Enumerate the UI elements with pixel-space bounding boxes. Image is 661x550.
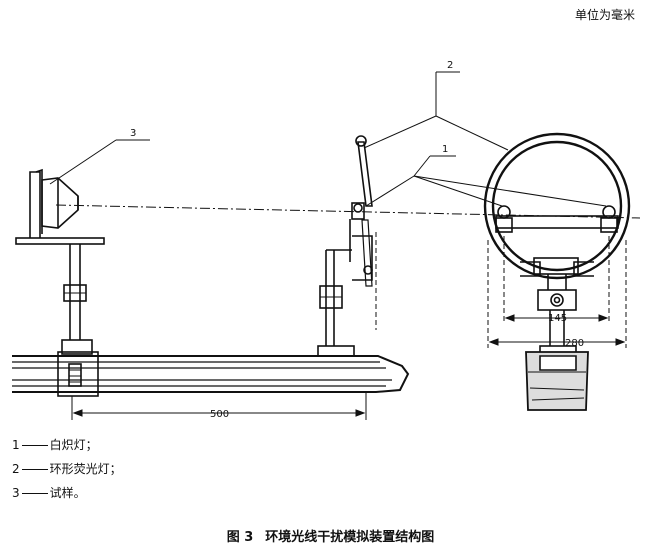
legend-number: 3 [12, 486, 20, 500]
dimension-280-label: 280 [565, 338, 584, 349]
dimension-500 [71, 392, 367, 420]
legend-text: 环形荧光灯； [49, 462, 122, 476]
incandescent-lamp-stand [317, 135, 377, 357]
specimen-holder [15, 168, 105, 397]
callout-3-leader [49, 139, 150, 185]
callout-2-label: 2 [447, 60, 453, 71]
callout-2-leader [363, 71, 509, 151]
apparatus-drawing: 500 145 280 3 2 1 [12, 60, 641, 420]
dimension-145 [504, 314, 609, 322]
unit-note: 单位为毫米 [575, 8, 636, 22]
legend-item-2: 2 环形荧光灯； [12, 460, 122, 477]
legend-text: 白炽灯； [49, 438, 98, 452]
figure-number: 图 3 [226, 530, 254, 545]
callout-3-label: 3 [130, 128, 136, 139]
legend-item-3: 3 试样。 [12, 484, 86, 501]
dimension-500-label: 500 [210, 409, 229, 420]
dimension-145-label: 145 [548, 313, 567, 324]
legend-number: 2 [12, 462, 20, 476]
legend-item-1: 1 白炽灯； [12, 436, 98, 453]
legend-number: 1 [12, 438, 20, 452]
ring-fluorescent-lamp [483, 132, 631, 411]
callout-1-label: 1 [442, 144, 448, 155]
figure-caption: 图 3 环境光线干扰模拟装置结构图 [0, 526, 661, 545]
figure-title: 环境光线干扰模拟装置结构图 [265, 530, 435, 545]
legend-text: 试样。 [49, 486, 86, 500]
dimension-280 [488, 338, 626, 346]
rail-bench [12, 355, 410, 393]
callout-1-leader [365, 155, 607, 207]
